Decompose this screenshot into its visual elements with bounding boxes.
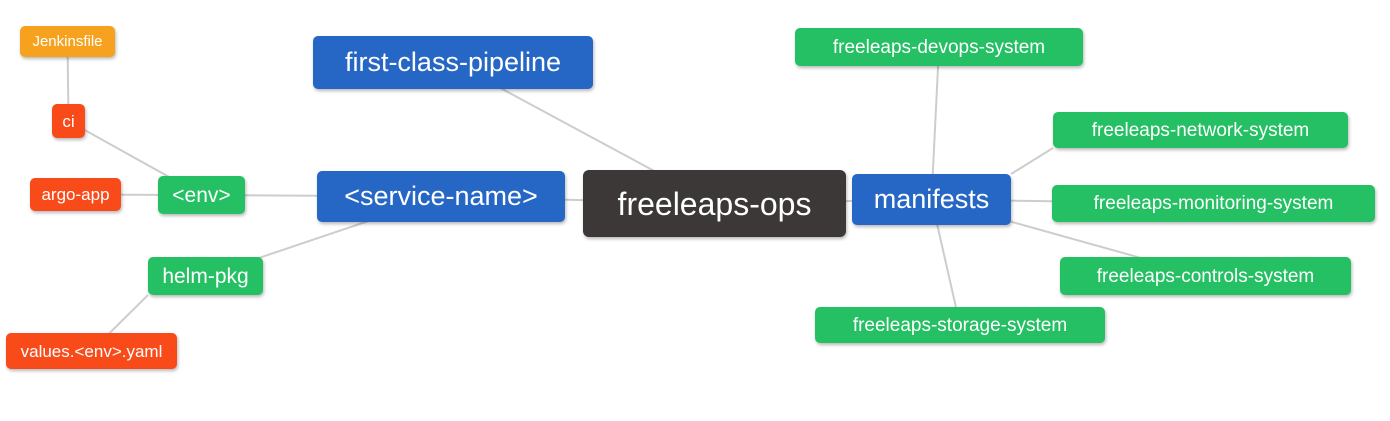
node-manifests[interactable]: manifests (852, 174, 1011, 225)
node-freeleaps-monitoring-system[interactable]: freeleaps-monitoring-system (1052, 185, 1375, 222)
node-env[interactable]: <env> (158, 176, 245, 214)
node-ci[interactable]: ci (52, 104, 85, 138)
node-jenkinsfile[interactable]: Jenkinsfile (20, 26, 115, 57)
node-argo-app[interactable]: argo-app (30, 178, 121, 211)
node-freeleaps-ops-root[interactable]: freeleaps-ops (583, 170, 846, 237)
node-values-env-yaml[interactable]: values.<env>.yaml (6, 333, 177, 369)
edge-manifests-network (1010, 147, 1054, 175)
node-freeleaps-network-system[interactable]: freeleaps-network-system (1053, 112, 1348, 148)
node-service-name[interactable]: <service-name> (317, 171, 565, 222)
node-first-class-pipeline[interactable]: first-class-pipeline (313, 36, 593, 89)
node-freeleaps-devops-system[interactable]: freeleaps-devops-system (795, 28, 1083, 66)
node-freeleaps-storage-system[interactable]: freeleaps-storage-system (815, 307, 1105, 343)
node-freeleaps-controls-system[interactable]: freeleaps-controls-system (1060, 257, 1351, 295)
node-helm-pkg[interactable]: helm-pkg (148, 257, 263, 295)
